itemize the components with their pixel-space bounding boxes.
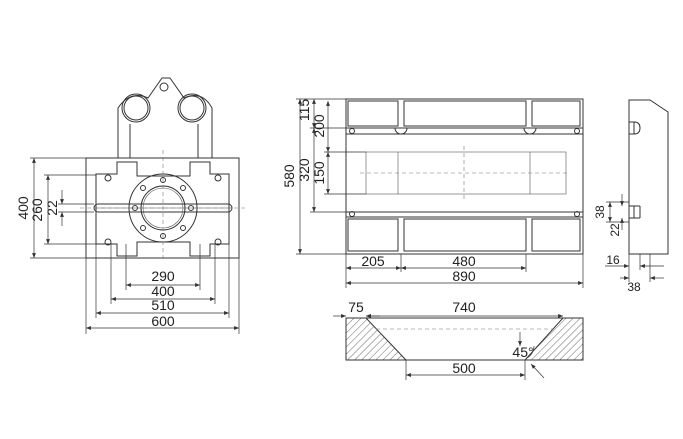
side-top-comp-3 xyxy=(531,100,581,127)
lug-ring-right xyxy=(177,93,207,123)
dim-side-580: 580 xyxy=(281,164,297,188)
lug-hole-right xyxy=(179,95,205,121)
corner-hole-tr xyxy=(214,174,222,182)
lug-top-hole xyxy=(159,82,169,92)
section-view: 75 740 500 45° xyxy=(333,299,584,380)
side-bottom-comp-3 xyxy=(531,218,581,252)
dim-height-400: 400 xyxy=(15,196,31,220)
dim-side-320: 320 xyxy=(296,158,312,182)
dim-side-205: 205 xyxy=(361,253,385,269)
dim-side-200: 200 xyxy=(311,114,327,138)
corner-hole-bl xyxy=(104,238,112,246)
side-outer-frame xyxy=(345,98,584,255)
dim-width-600: 600 xyxy=(151,313,175,329)
front-outer-plate xyxy=(85,157,240,259)
side-bottom-comp-2 xyxy=(403,218,527,252)
dim-height-260: 260 xyxy=(29,198,45,222)
dim-detail-38b: 38 xyxy=(627,280,641,294)
side-view: 580 320 150 115 200 205 480 890 xyxy=(281,98,584,288)
side-top-comp-1 xyxy=(347,100,399,127)
section-hatch-left xyxy=(345,317,408,361)
corner-hole-tl xyxy=(104,174,112,182)
dim-width-290: 290 xyxy=(151,268,175,284)
dim-side-115: 115 xyxy=(296,99,312,122)
side-top-comp-2 xyxy=(403,100,527,127)
dim-section-740: 740 xyxy=(452,299,476,315)
dim-section-500: 500 xyxy=(452,360,476,376)
front-view: 400 260 22 290 400 510 600 xyxy=(15,77,245,334)
dim-detail-22: 22 xyxy=(608,223,622,237)
side-bottom-comp-1 xyxy=(347,218,399,252)
dim-height-22: 22 xyxy=(44,200,60,216)
corner-hole-br xyxy=(214,238,222,246)
dim-detail-38: 38 xyxy=(593,205,607,219)
dim-section-angle: 45° xyxy=(512,344,533,360)
dim-width-510: 510 xyxy=(151,297,175,313)
lug-ring-left xyxy=(121,93,151,123)
detail-view: 38 22 16 38 xyxy=(593,99,669,294)
front-lifting-lug xyxy=(117,77,213,158)
dim-width-400: 400 xyxy=(151,283,175,299)
lug-hole-left xyxy=(123,95,149,121)
dim-side-890: 890 xyxy=(452,268,476,284)
section-hatch-right xyxy=(523,317,584,361)
dim-detail-16: 16 xyxy=(606,253,620,267)
detail-profile xyxy=(628,99,669,255)
dim-section-75: 75 xyxy=(348,299,364,315)
dim-side-150: 150 xyxy=(311,161,327,185)
dim-side-480: 480 xyxy=(452,253,476,269)
front-cross-body xyxy=(95,161,230,257)
